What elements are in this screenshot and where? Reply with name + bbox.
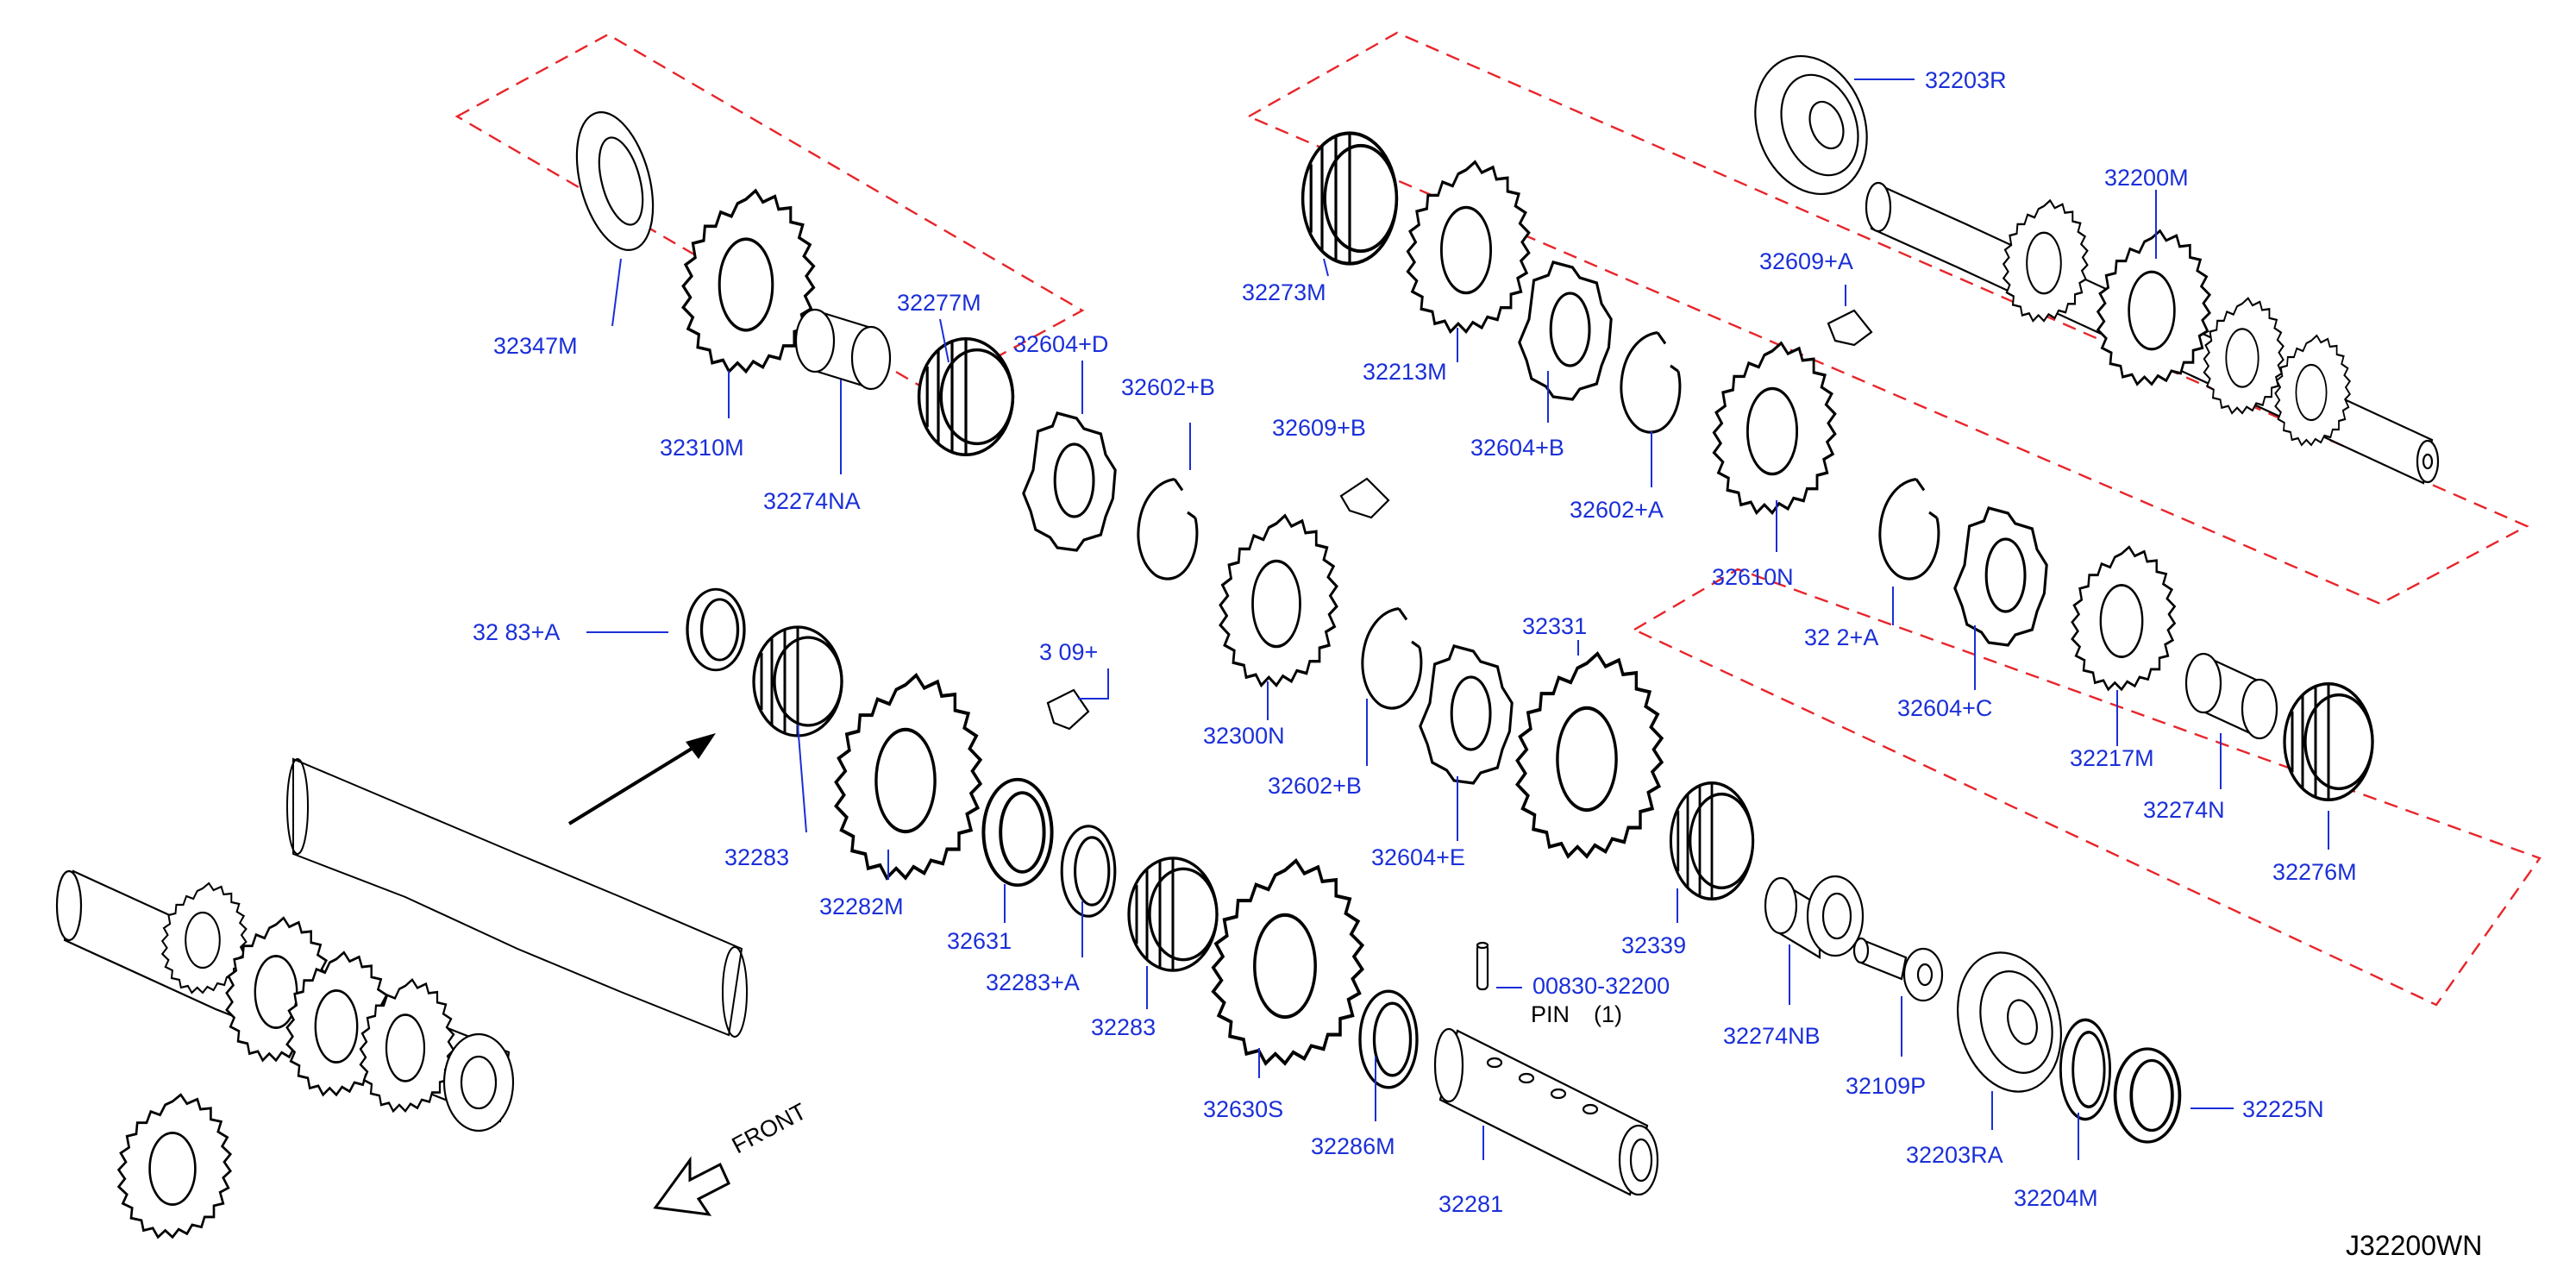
needle-bearing-32283-top <box>752 625 843 737</box>
label-32203r: 32203R <box>1925 67 2007 93</box>
label-32630s: 32630S <box>1203 1096 1283 1122</box>
phantom-box-upper-left <box>454 33 1085 394</box>
label-pin-part-number: 00830-32200 <box>1532 973 1670 999</box>
needle-bearing-32277m <box>917 337 1015 456</box>
snap-ring-32602a <box>1620 331 1682 434</box>
phantom-box-lower-right <box>1632 568 2542 1007</box>
label-32604b: 32604+B <box>1470 435 1564 461</box>
label-32602b-top: 32602+B <box>1121 374 1215 400</box>
label-32631: 32631 <box>947 928 1012 954</box>
hub-32604c <box>1953 506 2048 647</box>
label-32609-mid: 3 09+ <box>1039 639 1098 665</box>
label-32109p: 32109P <box>1846 1073 1926 1099</box>
shaft-32281 <box>1433 1027 1659 1196</box>
label-32274nb: 32274NB <box>1723 1023 1821 1049</box>
washer-32225n <box>2113 1047 2182 1144</box>
snap-ring-32602b-top <box>1137 477 1199 580</box>
mainshaft-gear-1 <box>2002 199 2089 323</box>
hub-32604e <box>1419 644 1514 785</box>
leader-lines <box>586 78 2329 1160</box>
label-32204m: 32204M <box>2014 1185 2098 1211</box>
label-32283-low: 32283 <box>1091 1014 1156 1040</box>
front-label: FRONT <box>728 1098 811 1158</box>
label-32217m: 32217M <box>2070 745 2154 771</box>
gear-32610n <box>1712 341 1837 515</box>
label-32283-left: 32283 <box>724 844 789 870</box>
washer-32286m <box>1358 989 1419 1089</box>
washer-32204m <box>2059 1018 2112 1121</box>
gear-32217m <box>2071 545 2177 691</box>
label-32310m: 32310M <box>660 435 744 461</box>
reference-code: J32200WN <box>2346 1230 2482 1261</box>
snap-ring-32602b-mid <box>1361 606 1423 710</box>
direction-arrow-head <box>686 733 716 759</box>
cutaway-phantom-shaft <box>286 757 748 1038</box>
label-32276m: 32276M <box>2272 859 2357 885</box>
bearing-32203ra <box>1956 951 2063 1093</box>
label-32609b: 32609+B <box>1272 415 1366 441</box>
label-32604c: 32604+C <box>1897 695 1992 721</box>
label-32281: 32281 <box>1438 1191 1503 1217</box>
bushing-32631 <box>981 777 1054 888</box>
mainshaft-gear-4 <box>2274 334 2351 447</box>
label-32203ra: 32203RA <box>1906 1142 2003 1168</box>
thrust-washer-32283a-top <box>686 587 746 672</box>
phantom-box-upper-right <box>1246 31 2529 605</box>
gear-32630s <box>1213 861 1363 1064</box>
snap-ring-32602-right <box>1878 477 1940 580</box>
hub-32604b <box>1518 260 1613 401</box>
pin-00830-32200 <box>1476 941 1489 991</box>
label-32282m: 32282M <box>819 894 904 919</box>
label-32604d: 32604+D <box>1013 331 1108 357</box>
label-32300n: 32300N <box>1203 723 1285 749</box>
bushing-32274n <box>2184 652 2278 740</box>
label-32274na: 32274NA <box>763 488 861 514</box>
bushing-32274na <box>794 308 892 391</box>
mainshaft-gear-3 <box>2203 297 2285 415</box>
hub-32604d <box>1022 411 1117 552</box>
direction-arrow-line <box>567 740 705 825</box>
thrust-washer-32283a-low <box>1060 825 1117 918</box>
countershaft-assembly <box>55 869 515 1239</box>
label-32339: 32339 <box>1621 932 1686 958</box>
label-32283a-low: 32283+A <box>986 969 1080 995</box>
label-32225n: 32225N <box>2242 1096 2324 1122</box>
label-32604e: 32604+E <box>1371 844 1465 870</box>
gear-32331 <box>1517 654 1661 856</box>
gear-32213m <box>1406 160 1531 334</box>
label-32602b-mid: 32602+B <box>1268 773 1362 799</box>
label-32347m: 32347M <box>493 333 578 359</box>
bearing-32203r <box>1754 54 1868 196</box>
label-32602-right: 32 2+A <box>1804 624 1878 650</box>
insert-32609-mid <box>1046 688 1090 731</box>
mainshaft-gear-2 <box>2097 229 2211 386</box>
label-32283a-top: 32 83+A <box>473 619 560 645</box>
gear-32300n <box>1219 513 1338 687</box>
label-pin-name: PIN <box>1531 1001 1570 1027</box>
insert-32609b <box>1339 477 1390 519</box>
label-32610n: 32610N <box>1712 564 1794 590</box>
label-32277m: 32277M <box>897 290 981 316</box>
needle-bearing-32339 <box>1669 781 1755 900</box>
label-32331: 32331 <box>1522 613 1587 639</box>
needle-bearing-32273m <box>1301 131 1399 266</box>
label-32609a: 32609+A <box>1759 248 1853 274</box>
label-32213m: 32213M <box>1363 359 1447 385</box>
washer-32347m <box>575 111 655 251</box>
label-32274n: 32274N <box>2143 797 2225 823</box>
label-32602a: 32602+A <box>1570 497 1664 523</box>
insert-32609a <box>1827 309 1873 347</box>
gear-32282m <box>836 675 980 878</box>
label-32286m: 32286M <box>1311 1133 1395 1159</box>
label-32273m: 32273M <box>1242 279 1326 305</box>
needle-bearing-32276m <box>2283 682 2374 801</box>
label-32200m: 32200M <box>2104 165 2189 191</box>
bushing-32274nb <box>1764 875 1865 959</box>
label-pin-qty: (1) <box>1594 1001 1622 1027</box>
pin-32109p <box>1852 937 1944 1002</box>
gear-32310m <box>681 189 816 373</box>
needle-bearing-32283-low <box>1127 856 1219 972</box>
front-arrow-icon <box>653 1156 730 1216</box>
